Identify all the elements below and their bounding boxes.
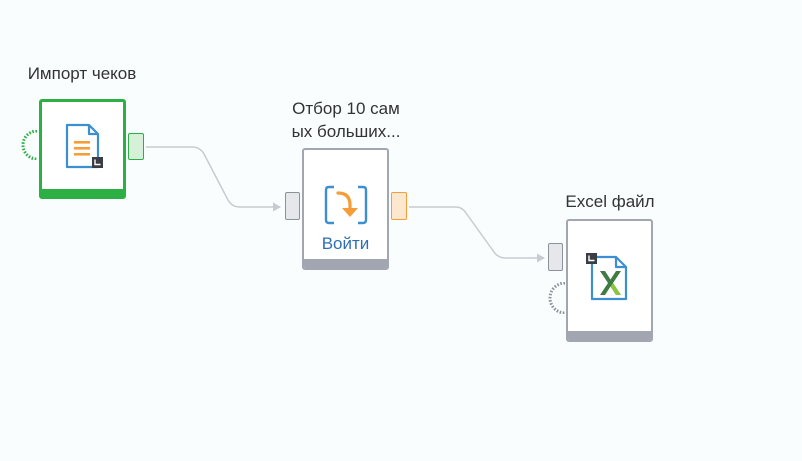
output-status-indicator (548, 282, 566, 314)
node-filter-footer (304, 259, 387, 268)
link-filter-to-excel (409, 206, 544, 259)
node-title-filter: Отбор 10 сам ых больших... (270, 97, 422, 143)
enter-button[interactable]: Войти (321, 234, 370, 253)
output-port-filter[interactable] (391, 192, 407, 220)
node-title-filter-line-2: ых больших... (291, 122, 401, 141)
enter-icon[interactable] (322, 183, 370, 227)
link-arrow-1 (273, 202, 281, 212)
node-import-footer (42, 189, 123, 196)
input-port-filter[interactable] (285, 192, 300, 220)
node-title-filter-line-1: Отбор 10 сам (292, 99, 400, 118)
link-arrow-2 (537, 253, 545, 263)
node-excel[interactable] (566, 219, 653, 342)
node-title-import: Импорт чеков (27, 64, 137, 83)
output-port-import[interactable] (128, 133, 144, 160)
node-import[interactable] (39, 99, 126, 199)
text-file-icon (64, 123, 104, 171)
input-port-excel[interactable] (548, 243, 563, 271)
node-title-excel: Excel файл (565, 192, 655, 211)
excel-file-icon (586, 253, 630, 303)
input-status-indicator (21, 130, 38, 160)
node-excel-footer (568, 331, 651, 340)
link-import-to-filter (146, 146, 280, 208)
node-filter[interactable]: Войти (302, 148, 389, 270)
